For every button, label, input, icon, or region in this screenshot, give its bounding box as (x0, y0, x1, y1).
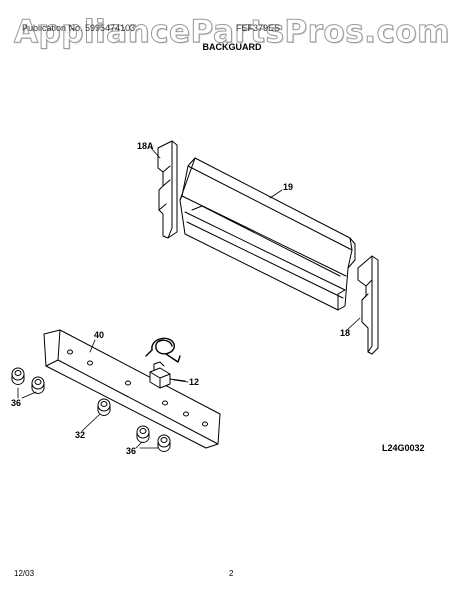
part-label-36-upper: 36 (11, 398, 22, 408)
part-label-19: 19 (283, 182, 294, 192)
part-label-18a: 18A (137, 141, 154, 151)
bracket-18-drawing (357, 255, 379, 355)
knob-36-upper-right-drawing (31, 376, 45, 394)
part-label-36-lower: 36 (126, 446, 137, 456)
footer-date: 12/03 (14, 569, 35, 578)
part-label-32: 32 (75, 430, 86, 440)
watermark: AppliancePartsPros.com (14, 14, 450, 51)
part-label-40: 40 (94, 330, 105, 340)
diagram-code: L24G0032 (382, 443, 425, 453)
coil-spring-drawing (145, 337, 181, 363)
part-label-12: 12 (189, 377, 200, 387)
knob-36-upper-left-drawing (11, 367, 25, 385)
knob-36-lower-right-drawing (157, 434, 171, 452)
knob-32-drawing (97, 398, 111, 416)
bracket-18a-drawing (157, 140, 178, 239)
publication-number: Publication No. 5995474103 (22, 23, 136, 33)
part-label-18: 18 (340, 328, 351, 338)
footer-page-number: 2 (229, 569, 234, 578)
leader-lines (17, 147, 361, 449)
switch-12-drawing (149, 361, 186, 389)
control-panel-40-drawing (43, 329, 221, 449)
section-title: BACKGUARD (202, 42, 262, 52)
model-number: FEF379ES (236, 23, 281, 33)
knob-36-lower-left-drawing (136, 425, 150, 443)
backguard-panel-19-drawing (179, 157, 356, 311)
